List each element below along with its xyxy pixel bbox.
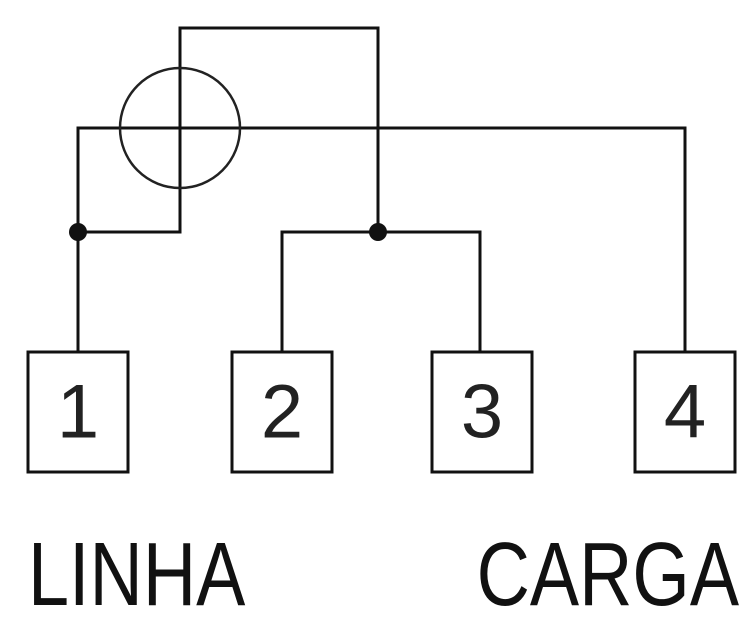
- terminal-1: 1: [26, 350, 130, 474]
- terminal-4: 4: [633, 350, 737, 474]
- line-side-label: LINHA: [28, 525, 246, 625]
- terminal-number: 2: [261, 370, 303, 455]
- terminal-box: [230, 350, 334, 474]
- terminal-box: [633, 350, 737, 474]
- terminal-number: 3: [461, 370, 503, 455]
- meter-circle-symbol: [118, 66, 242, 190]
- terminal-2: 2: [230, 350, 334, 474]
- load-side-label: CARGA: [476, 525, 739, 625]
- terminal-box: [26, 350, 130, 474]
- terminal-3: 3: [430, 350, 534, 474]
- current-coil-wire: [76, 26, 380, 234]
- terminal-box: [430, 350, 534, 474]
- terminal-number: 4: [664, 370, 706, 455]
- junction-dot-center: [369, 223, 387, 241]
- terminal-2-3-branch: [280, 230, 482, 354]
- terminal-number: 1: [57, 370, 99, 455]
- line-bus-wire: [76, 126, 687, 354]
- junction-dot-left: [69, 223, 87, 241]
